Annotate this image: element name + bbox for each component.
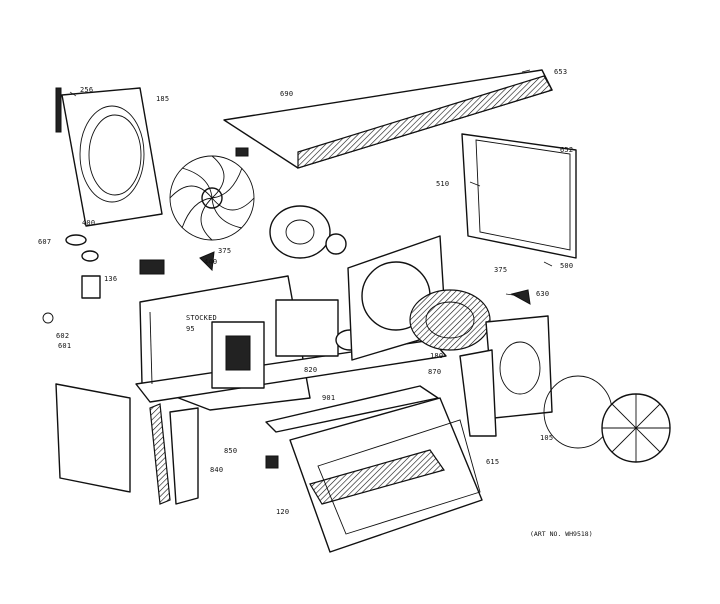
callout-136: 136 [104,275,118,283]
callout-180: 180 [430,352,444,360]
callout-375-right: 375 [494,266,508,274]
callout-602: 602 [56,332,70,340]
art-number-label: (ART NO. WH9518) [530,530,593,538]
leader-lines [69,69,553,297]
front-grille [265,385,483,553]
fan-motor [269,205,347,259]
callout-120: 120 [276,508,290,516]
callout-440: 440 [204,258,218,266]
orifice-panel [459,289,553,437]
callout-stocked: STOCKED [186,314,217,322]
callout-400: 400 [82,219,96,227]
callout-652: 652 [560,146,574,154]
control-parts-cluster [42,234,215,324]
top-cover-panel [223,69,553,169]
callout-607: 607 [38,238,52,246]
callout-870: 870 [428,368,442,376]
front-side-panel [55,383,199,505]
callout-901: 901 [322,394,336,402]
control-box [211,299,365,389]
condenser-shroud [55,87,163,227]
callout-630: 630 [536,290,550,298]
callout-615: 615 [486,458,500,466]
right-side-panel [461,133,577,259]
callout-840: 840 [210,466,224,474]
callout-105: 105 [540,434,554,442]
evaporator-blower [347,235,491,361]
callout-95: 95 [186,325,195,333]
callout-500: 500 [560,262,574,270]
callout-256: 256 [80,86,94,94]
callout-185: 185 [156,95,170,103]
callout-850: 850 [224,447,238,455]
callout-653: 653 [554,68,568,76]
callout-690: 690 [280,90,294,98]
callout-820: 820 [304,366,318,374]
condenser-fan-blade [169,155,255,241]
blower-wheel [543,375,671,463]
callout-601: 601 [58,342,72,350]
callout-510: 510 [436,180,450,188]
callout-375-left: 375 [218,247,232,255]
